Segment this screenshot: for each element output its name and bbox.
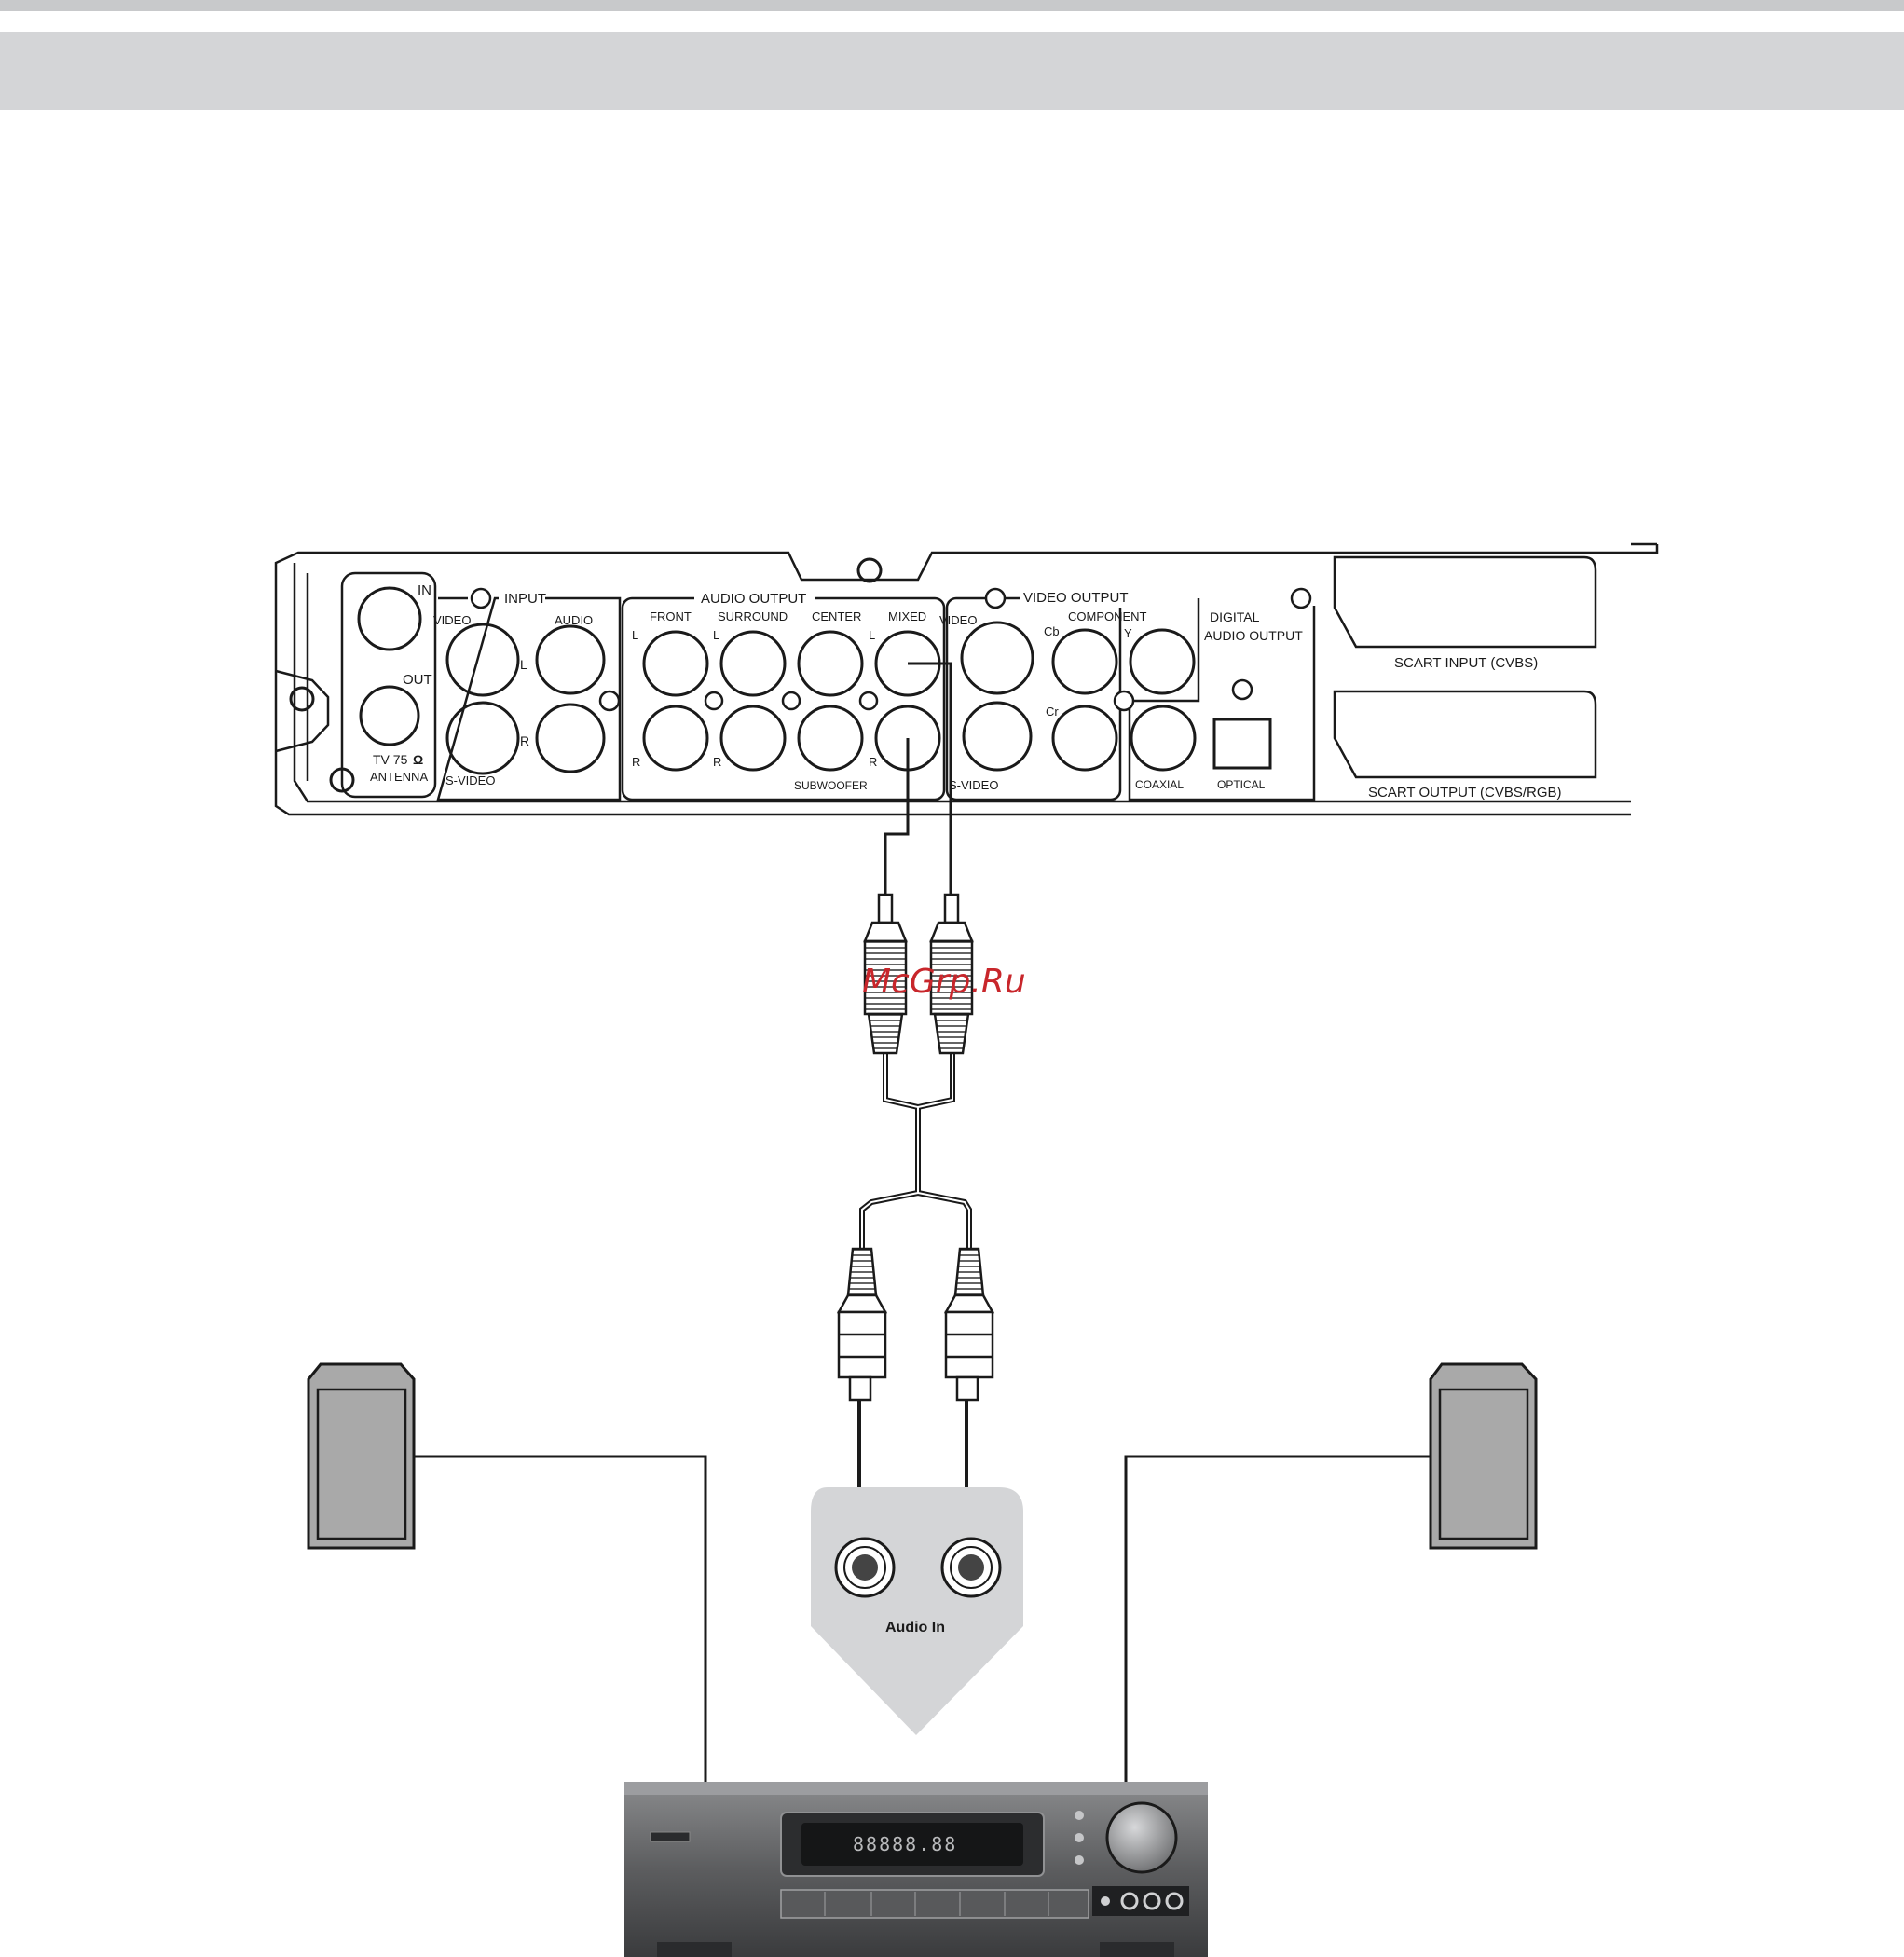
audio-output-title: AUDIO OUTPUT (701, 591, 806, 607)
scart-output-connector[interactable] (1335, 691, 1596, 777)
audio-output-section: AUDIO OUTPUT FRONT SURROUND CENTER MIXED… (623, 587, 944, 800)
s-video-out-jack[interactable] (964, 703, 1031, 770)
input-video-label: VIDEO (433, 613, 471, 627)
audio-in-label: Audio In (885, 1620, 945, 1635)
input-s-video-jack[interactable] (447, 703, 518, 773)
surround-label: SURROUND (718, 609, 788, 623)
amp-display: 88888.88 (853, 1833, 957, 1855)
panel-screw (858, 559, 881, 582)
front-label: FRONT (650, 609, 692, 623)
scart-output-label: SCART OUTPUT (CVBS/RGB) (1368, 785, 1562, 801)
mixed-r-label: R (869, 755, 877, 769)
input-l-label: L (520, 657, 527, 672)
digital-title-1: DIGITAL (1210, 609, 1260, 624)
antenna-label: ANTENNA (370, 770, 428, 784)
front-r-label: R (632, 755, 640, 769)
video-output-title: VIDEO OUTPUT (1023, 590, 1129, 606)
coaxial-jack[interactable] (1131, 706, 1195, 770)
left-speaker (308, 1364, 414, 1548)
input-video-jack[interactable] (447, 624, 518, 695)
surround-r-label: R (713, 755, 721, 769)
y-label: Y (1124, 626, 1132, 640)
center-label: CENTER (812, 609, 861, 623)
antenna-in-label: IN (418, 582, 431, 598)
antenna-section: IN OUT TV 75 Ω ANTENNA (342, 573, 435, 797)
input-r-label: R (520, 733, 529, 748)
rca-plug-lower-right (946, 1249, 993, 1400)
y-jack[interactable] (1130, 630, 1194, 693)
subwoofer-label: SUBWOOFER (794, 779, 868, 792)
antenna-tv-label: TV 75 (373, 752, 408, 767)
center-jack[interactable] (799, 632, 862, 695)
video-out-jack[interactable] (962, 623, 1033, 693)
scart-section: SCART INPUT (CVBS) SCART OUTPUT (CVBS/RG… (1335, 557, 1596, 801)
volume-knob[interactable] (1107, 1803, 1176, 1872)
front-l-jack[interactable] (644, 632, 707, 695)
audio-in-callout: Audio In (811, 1487, 1023, 1735)
right-speaker (1431, 1364, 1536, 1548)
scart-input-label: SCART INPUT (CVBS) (1394, 655, 1538, 671)
subwoofer-jack[interactable] (799, 706, 862, 770)
antenna-out-label: OUT (403, 672, 432, 688)
component-label: COMPONENT (1068, 609, 1147, 623)
front-l-label: L (632, 628, 638, 642)
input-audio-r-jack[interactable] (537, 705, 604, 772)
video-out-label: VIDEO (939, 613, 977, 627)
input-section: INPUT VIDEO AUDIO L R S-VIDEO (433, 587, 620, 800)
mixed-l-label: L (869, 628, 875, 642)
digital-title-2: AUDIO OUTPUT (1204, 628, 1303, 643)
mixed-label: MIXED (888, 609, 926, 623)
input-title: INPUT (504, 591, 546, 607)
surround-r-jack[interactable] (721, 706, 785, 770)
antenna-in-jack[interactable] (359, 588, 420, 650)
coaxial-label: COAXIAL (1135, 778, 1184, 791)
watermark: McGrp.Ru (862, 963, 1026, 1001)
optical-label: OPTICAL (1217, 778, 1266, 791)
input-s-video-label: S-VIDEO (445, 773, 495, 787)
surround-l-label: L (713, 628, 719, 642)
front-r-jack[interactable] (644, 706, 707, 770)
antenna-out-jack[interactable] (361, 687, 418, 745)
cr-jack[interactable] (1053, 706, 1116, 770)
cb-jack[interactable] (1053, 630, 1116, 693)
input-audio-l-jack[interactable] (537, 626, 604, 693)
optical-jack[interactable] (1214, 719, 1270, 768)
surround-l-jack[interactable] (721, 632, 785, 695)
cb-label: Cb (1044, 624, 1060, 638)
amplifier: 88888.88 (624, 1782, 1208, 1957)
s-video-out-label: S-VIDEO (949, 778, 998, 792)
ohm-label: Ω (413, 752, 423, 767)
rca-plug-lower-left (839, 1249, 885, 1400)
cr-label: Cr (1046, 705, 1059, 718)
scart-input-connector[interactable] (1335, 557, 1596, 647)
